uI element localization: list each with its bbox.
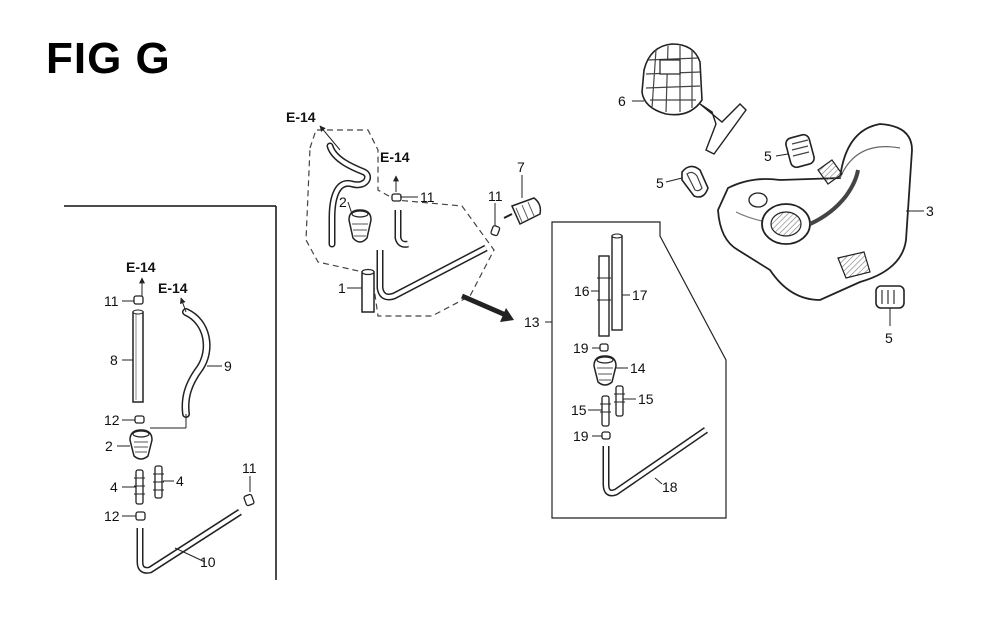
- return-hose: [326, 142, 371, 248]
- part-11-clip-left-low: [243, 493, 255, 507]
- part-2-grommet-left: [129, 429, 153, 460]
- part-9-hose: [181, 308, 211, 418]
- part-3-fuel-tank: [717, 123, 924, 301]
- part-19-clip-lower: [601, 431, 611, 440]
- ref-label-a: E-14: [126, 259, 156, 275]
- part-4-joint-b: [153, 465, 164, 499]
- callout-12-b: 12: [104, 508, 120, 524]
- callout-1: 1: [338, 280, 346, 296]
- callout-5-a: 5: [764, 148, 772, 164]
- part-6-fuel-cap: [632, 43, 747, 155]
- callout-5-b: 5: [656, 175, 664, 191]
- right-frame: [551, 221, 727, 519]
- left-frame: [64, 205, 277, 580]
- callout-19-a: 19: [573, 340, 589, 356]
- callout-2-top: 2: [339, 194, 347, 210]
- dashed-outline: [305, 129, 495, 317]
- callout-11-b: 11: [242, 460, 257, 476]
- part-17-tube: [611, 233, 623, 331]
- pointer-arrow: [461, 293, 514, 322]
- right-leaders: [545, 290, 663, 485]
- middle-leaders: [319, 125, 523, 289]
- part-11-clip-left: [133, 295, 144, 305]
- part-15-joint-a: [600, 395, 611, 427]
- part-12-clip-upper: [134, 415, 145, 424]
- callout-2-left: 2: [105, 438, 113, 454]
- callout-4-a: 4: [110, 479, 118, 495]
- callout-3: 3: [926, 203, 934, 219]
- callout-11-a: 11: [104, 293, 119, 309]
- part-19-clip-upper: [599, 343, 609, 352]
- callout-19-b: 19: [573, 428, 589, 444]
- callout-17: 17: [632, 287, 648, 303]
- callout-6: 6: [618, 93, 626, 109]
- ref-label-b: E-14: [158, 280, 188, 296]
- part-4-joint-a: [134, 469, 145, 505]
- ref-label-c: E-14: [286, 109, 316, 125]
- callout-18: 18: [662, 479, 678, 495]
- callout-9: 9: [224, 358, 232, 374]
- left-leaders: [117, 277, 251, 563]
- callout-8: 8: [110, 352, 118, 368]
- part-1-tube: [361, 268, 375, 313]
- part-12-clip-lower: [135, 511, 146, 521]
- part-5-grommet-a: [775, 133, 815, 169]
- callout-4-b: 4: [176, 473, 184, 489]
- callout-14: 14: [630, 360, 646, 376]
- part-5-grommet-c: [875, 285, 905, 326]
- callout-15-a: 15: [571, 402, 587, 418]
- callout-10: 10: [200, 554, 216, 570]
- callout-11-d: 11: [488, 188, 503, 204]
- part-8-tube: [132, 309, 144, 403]
- part-16-tube: [597, 255, 611, 337]
- part-11-clip-right: [490, 225, 501, 237]
- part-15-joint-b: [614, 385, 625, 417]
- callout-13: 13: [524, 314, 540, 330]
- part-18-line: [602, 427, 708, 497]
- callout-16: 16: [574, 283, 590, 299]
- figure-title: FIG G: [46, 34, 171, 83]
- part-7-filter: [503, 197, 542, 226]
- part-14-grommet: [593, 355, 617, 386]
- suction-line: [376, 210, 488, 301]
- callout-5-c: 5: [885, 330, 893, 346]
- part-10-line: [136, 509, 242, 574]
- callout-12-a: 12: [104, 412, 120, 428]
- part-11-clip-mid: [391, 193, 402, 202]
- callout-7: 7: [517, 159, 525, 175]
- part-2-grommet-top: [348, 209, 372, 243]
- part-5-grommet-b: [665, 165, 709, 198]
- callout-15-b: 15: [638, 391, 654, 407]
- ref-label-d: E-14: [380, 149, 410, 165]
- callout-11-c: 11: [420, 189, 435, 205]
